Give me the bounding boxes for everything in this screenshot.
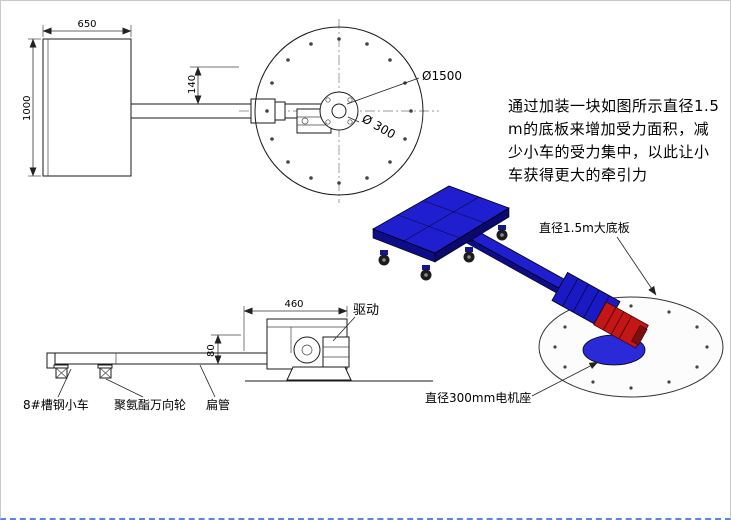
motor-shaft-top <box>301 117 309 125</box>
leader-base-plate <box>616 236 657 296</box>
dim-80: 80 <box>206 344 217 357</box>
label-cart: 8#槽钢小车 <box>23 397 89 412</box>
leader-drive <box>332 316 356 342</box>
leader-tube <box>199 364 216 398</box>
motor-base <box>286 366 352 381</box>
iso-platform-panel-lines <box>397 196 486 242</box>
base-plate-circle <box>254 26 424 196</box>
cart-beam-end <box>46 352 56 369</box>
iso-casters <box>378 225 508 281</box>
dim-140: 140 <box>187 75 198 94</box>
leader-motor-seat <box>531 361 599 397</box>
label-dia-1500: Ø1500 <box>422 69 462 83</box>
caster-right <box>97 364 113 379</box>
label-dia-300: Ø 300 <box>360 111 398 141</box>
leader-caster <box>105 378 144 398</box>
plate-rect <box>42 38 132 177</box>
note-line-1: 通过加装一块如图所示直径1.5 <box>508 97 720 115</box>
motor-circle <box>293 336 321 364</box>
iso-disk-holes <box>553 304 709 390</box>
iso-red-motor <box>593 301 649 349</box>
dim-460: 460 <box>284 299 303 310</box>
leader-dia300 <box>347 116 360 123</box>
label-base-plate: 直径1.5m大底板 <box>539 220 630 235</box>
hub-bolts <box>325 97 353 125</box>
cart-beam <box>46 352 272 365</box>
dim-650: 650 <box>77 19 96 30</box>
label-tube: 扁管 <box>206 397 230 412</box>
gearbox-side <box>322 336 350 368</box>
leader-dia1500 <box>346 77 420 105</box>
arm-joint-small <box>274 101 286 121</box>
iso-view: 直径1.5m大底板 直径300mm电机座 <box>372 185 724 405</box>
note-line-3: 少小车的受力集中，以此让小 <box>508 143 710 161</box>
label-motor-seat: 直径300mm电机座 <box>425 390 531 405</box>
motor-circle-inner <box>301 344 313 356</box>
annotation-note: 通过加装一块如图所示直径1.5 m的底板来增加受力面积，减 少小车的受力集中，以… <box>508 95 728 187</box>
caster-left <box>53 364 69 379</box>
leader-cart <box>57 368 72 398</box>
label-caster: 聚氨酯万向轮 <box>114 397 186 412</box>
dim-1000: 1000 <box>22 96 33 121</box>
note-line-4: 车获得更大的牵引力 <box>508 166 648 184</box>
bolt-holes-circle <box>265 37 413 185</box>
note-line-2: m的底板来增加受力面积，减 <box>508 120 710 138</box>
label-drive: 驱动 <box>353 303 379 318</box>
top-view: 650 1000 140 <box>22 19 462 203</box>
hub-circle-inner <box>331 103 347 119</box>
side-view: 460 80 驱动 8#槽钢小车 聚氨酯万向轮 扁管 <box>23 299 433 412</box>
